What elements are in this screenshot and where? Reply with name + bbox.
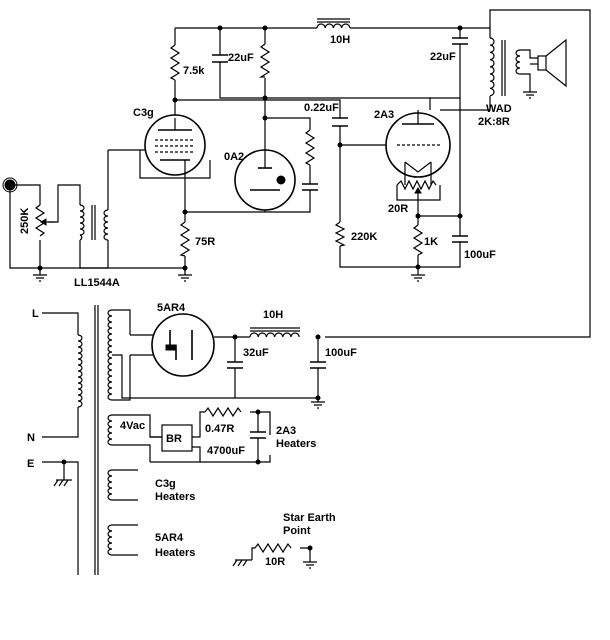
label-047r: 0.47R <box>205 423 234 435</box>
valve-c3g <box>144 114 206 176</box>
potentiometer-20r <box>396 179 437 200</box>
mains-transformer <box>42 305 318 575</box>
label-c3g: C3g <box>133 107 154 119</box>
label-wad: WAD <box>486 103 512 115</box>
input-transformer-ll1544a <box>79 204 109 241</box>
label-4700uf: 4700uF <box>207 445 245 457</box>
label-ll1544a: LL1544A <box>74 277 120 289</box>
label-5ar4-heaters-line1: 5AR4 <box>155 532 184 544</box>
choke-10h-top <box>316 18 351 29</box>
label-2a3-heaters-line2: Heaters <box>276 438 316 450</box>
label-n: N <box>27 432 35 444</box>
capacitor-22uf-a <box>212 54 228 63</box>
speaker-icon <box>530 38 567 88</box>
label-wad-ratio: 2K:8R <box>478 116 510 128</box>
resistor-7k5 <box>169 44 181 81</box>
label-c3g-heaters-line1: C3g <box>155 478 176 490</box>
output-transformer-wad <box>489 37 538 97</box>
label-e: E <box>27 458 34 470</box>
valve-oa2 <box>234 149 296 211</box>
ground-icon <box>33 91 537 569</box>
resistor-75r <box>179 221 191 257</box>
label-75r: 75R <box>195 236 215 248</box>
label-oa2: 0A2 <box>224 151 244 163</box>
label-100uf-b: 100uF <box>325 347 357 359</box>
label-10r: 10R <box>265 556 285 568</box>
capacitor-32uf <box>227 337 243 398</box>
capacitor-100uf-b <box>310 337 326 402</box>
resistor-oa2-bypass <box>304 129 316 166</box>
label-star-earth-line2: Point <box>283 525 311 537</box>
capacitor-22uf-b <box>452 37 468 45</box>
label-br: BR <box>166 433 182 445</box>
label-250k: 250K <box>19 208 31 234</box>
resistor-220k <box>334 221 346 247</box>
label-2a3: 2A3 <box>374 109 394 121</box>
label-22uf-a: 22uF <box>228 52 254 64</box>
label-star-earth-line1: Star Earth <box>283 512 336 524</box>
label-10h-top: 10H <box>330 34 350 46</box>
capacitor-oa2 <box>302 183 318 191</box>
resistor-1k <box>412 224 424 256</box>
capacitor-100uf-a <box>452 235 468 243</box>
capacitor-4700uf <box>250 412 266 462</box>
label-022uf: 0.22uF <box>304 102 339 114</box>
label-5ar4-heaters-line2: Heaters <box>155 547 195 559</box>
potentiometer-250k <box>34 204 55 237</box>
choke-10h-bottom <box>249 327 300 338</box>
label-100uf-a: 100uF <box>464 249 496 261</box>
junction-dots <box>37 25 463 551</box>
label-10h-bottom: 10H <box>263 309 283 321</box>
resistor-047r <box>204 406 242 418</box>
label-l: L <box>32 308 39 320</box>
resistor-10r <box>254 542 292 554</box>
label-4vac: 4Vac <box>120 420 145 432</box>
label-220k: 220K <box>351 231 377 243</box>
label-5ar4: 5AR4 <box>157 302 186 314</box>
label-2a3-heaters-line1: 2A3 <box>276 425 296 437</box>
resistor-oa2-feed <box>258 43 271 78</box>
input-jack-icon <box>2 177 18 193</box>
label-c3g-heaters-line2: Heaters <box>155 491 195 503</box>
valve-2a3 <box>385 110 451 185</box>
label-32uf: 32uF <box>243 347 269 359</box>
capacitor-022uf <box>332 117 348 127</box>
label-1k: 1K <box>424 236 438 248</box>
valve-5ar4 <box>130 313 250 377</box>
label-7k5: 7.5k <box>183 65 205 77</box>
component-labels: 7.5k 22uF 10H 22uF C3g 0.22uF 2A3 WAD 2K… <box>19 34 512 568</box>
label-20r: 20R <box>388 203 408 215</box>
label-22uf-b: 22uF <box>430 51 456 63</box>
